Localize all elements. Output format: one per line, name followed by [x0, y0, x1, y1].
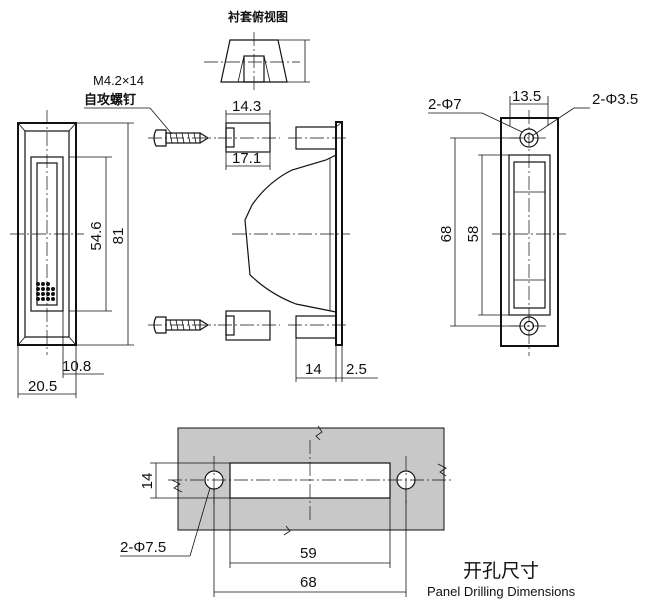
dim-14-3: 14.3: [232, 98, 261, 115]
screw-top: [148, 129, 216, 147]
screw-bottom: [148, 316, 216, 334]
bushing-top: 14.3 17.1: [218, 98, 280, 170]
dim-17-1: 17.1: [232, 150, 261, 167]
side-view: 14 2.5: [232, 121, 378, 382]
dim-2-5: 2.5: [346, 361, 367, 378]
dim-13-5: 13.5: [512, 88, 541, 105]
grip-dots: [36, 282, 55, 301]
dim-68-back: 68: [438, 226, 455, 243]
dim-14-side: 14: [305, 361, 322, 378]
screw-spec: M4.2×14: [93, 73, 144, 88]
back-view: 13.5 2-Φ7 2-Φ3.5 68 58: [428, 88, 638, 356]
hole-2-phi-7: 2-Φ7: [428, 96, 462, 113]
dim-68-panel: 68: [300, 574, 317, 591]
panel-drilling-view: 14 2-Φ7.5 59 68 开孔尺寸 Panel Drilling Dime…: [120, 425, 576, 599]
dim-81: 81: [110, 228, 127, 245]
bushing-top-view-title: 衬套俯视图: [228, 9, 288, 24]
bushing-top-view: 衬套俯视图: [204, 9, 310, 92]
screw-label: M4.2×14 自攻螺钉: [84, 73, 173, 135]
bushing-bottom: [218, 310, 280, 341]
panel-hole-callout: 2-Φ7.5: [120, 539, 166, 556]
screw-name: 自攻螺钉: [84, 92, 136, 108]
front-view: 54.6 81 10.8 20.5: [10, 110, 134, 398]
hole-2-phi-3-5: 2-Φ3.5: [592, 91, 638, 108]
dim-20-5: 20.5: [28, 378, 57, 395]
dim-59: 59: [300, 545, 317, 562]
caption-en: Panel Drilling Dimensions: [427, 584, 576, 599]
dim-10-8: 10.8: [62, 358, 91, 375]
back-outer-frame: [500, 117, 559, 347]
dim-58-back: 58: [465, 226, 482, 243]
caption-cn: 开孔尺寸: [463, 560, 539, 582]
dim-14-panel: 14: [139, 473, 156, 490]
dim-54-6: 54.6: [88, 221, 105, 250]
